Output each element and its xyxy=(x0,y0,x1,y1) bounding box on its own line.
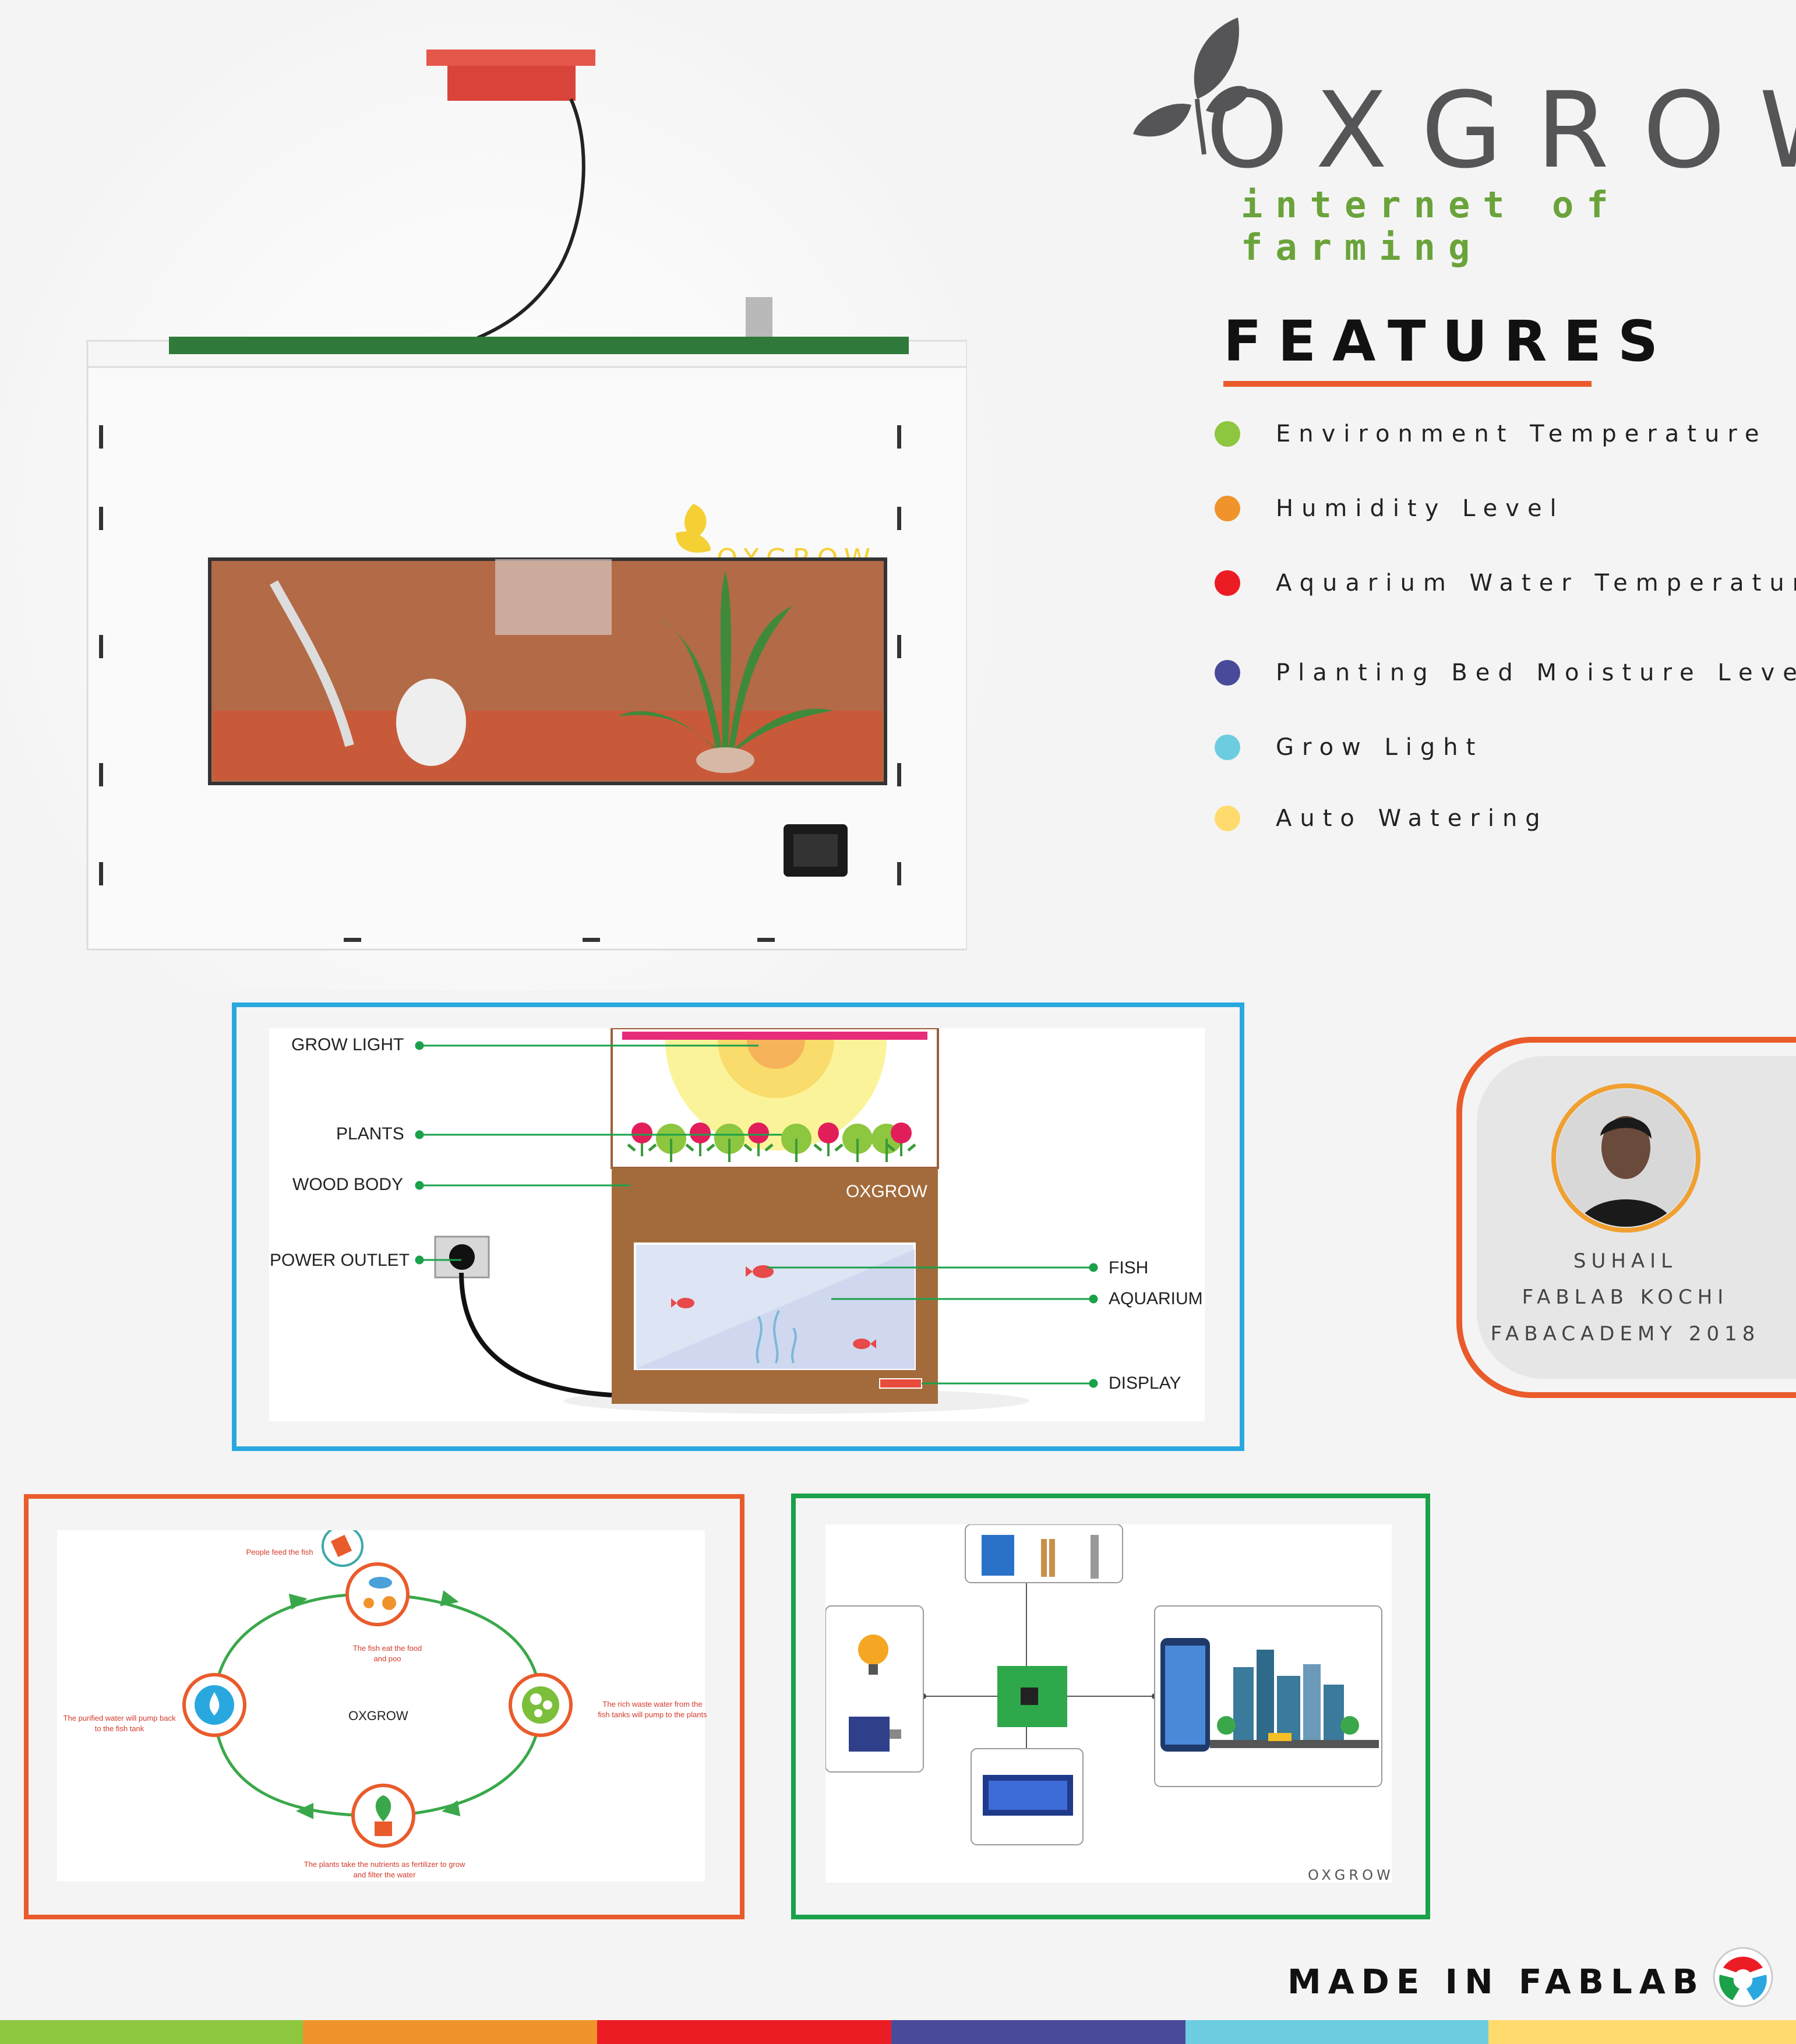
feature-dot-environment-temperature xyxy=(1215,421,1240,447)
grow-light-bar xyxy=(622,1032,927,1040)
system-brand-label: OXGROW xyxy=(1308,1867,1394,1883)
power-cable xyxy=(459,1272,612,1397)
feature-auto-watering: Auto Watering xyxy=(1276,805,1548,832)
profile-program: FABACADEMY 2018 xyxy=(1490,1322,1760,1346)
sensor-cable xyxy=(477,98,585,340)
feature-humidity-level: Humidity Level xyxy=(1276,495,1565,522)
oxgrow-structure-diagram: OXGROW xyxy=(415,1028,1098,1414)
footer-stripe-cyan xyxy=(1185,2020,1488,2044)
label-aquarium: AQUARIUM xyxy=(1109,1289,1203,1308)
waste-node xyxy=(509,1673,573,1737)
footer-stripe-orange xyxy=(303,2020,597,2044)
brand-name: OXGROW xyxy=(1206,70,1796,192)
label-plants: PLANTS xyxy=(336,1124,404,1143)
cycle-plants-text: The plants take the nutrients as fertili… xyxy=(304,1860,465,1879)
made-in-fablab: MADE IN FABLAB xyxy=(1287,1962,1705,2001)
cycle-waste-text: The rich waste water from the fish tanks… xyxy=(598,1700,707,1719)
fish-node xyxy=(345,1562,410,1626)
feature-aquarium-water-temperature: Aquarium Water Temperature xyxy=(1276,570,1796,596)
label-fish: FISH xyxy=(1109,1258,1149,1277)
brand-tagline: internet of farming xyxy=(1241,183,1621,269)
feature-planting-bed-moisture-level: Planting Bed Moisture Level xyxy=(1276,659,1796,686)
cycle-eat-text: The fish eat the food and poo xyxy=(352,1644,422,1663)
system-architecture-diagram xyxy=(825,1524,1382,1845)
feature-dot-grow-light xyxy=(1215,735,1240,760)
plant-node xyxy=(351,1784,415,1848)
aquarium-plant xyxy=(618,571,833,754)
feature-dot-aquarium-water-temperature xyxy=(1215,570,1240,596)
label-grow-light: GROW LIGHT xyxy=(291,1035,404,1054)
feature-dot-auto-watering xyxy=(1215,806,1240,831)
label-display: DISPLAY xyxy=(1109,1374,1181,1393)
footer-stripe-purple xyxy=(891,2020,1185,2044)
diagram-box-label: OXGROW xyxy=(846,1182,928,1201)
feature-environment-temperature: Environment Temperature xyxy=(1276,421,1767,447)
sensor-board xyxy=(426,50,595,66)
cycle-feed-text: People feed the fish xyxy=(246,1548,313,1556)
brand-leaf-icon xyxy=(1133,17,1250,155)
feature-grow-light: Grow Light xyxy=(1276,734,1484,761)
plants-row xyxy=(627,1122,916,1162)
fablab-logo-icon xyxy=(1713,1947,1773,2007)
feature-dot-humidity-level xyxy=(1215,496,1240,521)
aquaponics-cycle-diagram xyxy=(182,1530,573,1848)
features-title: FEATURES xyxy=(1223,309,1675,374)
display-element xyxy=(879,1378,922,1389)
footer-stripe-red xyxy=(597,2020,891,2044)
water-node xyxy=(182,1673,246,1737)
profile-avatar xyxy=(1551,1083,1700,1233)
footer-stripe-yellow xyxy=(1488,2020,1796,2044)
profile-lab: FABLAB KOCHI xyxy=(1522,1286,1729,1309)
cycle-purified-text: The purified water will pump back to the… xyxy=(63,1714,176,1733)
label-power-outlet: POWER OUTLET xyxy=(270,1251,410,1270)
label-wood-body: WOOD BODY xyxy=(292,1175,404,1194)
profile-name: SUHAIL xyxy=(1573,1249,1678,1273)
product-photo: OXGROW xyxy=(86,50,967,951)
feature-dot-planting-bed-moisture-level xyxy=(1215,660,1240,686)
cycle-center-label: OXGROW xyxy=(348,1708,408,1723)
footer-stripe-green xyxy=(0,2020,303,2044)
features-underline xyxy=(1223,381,1592,387)
